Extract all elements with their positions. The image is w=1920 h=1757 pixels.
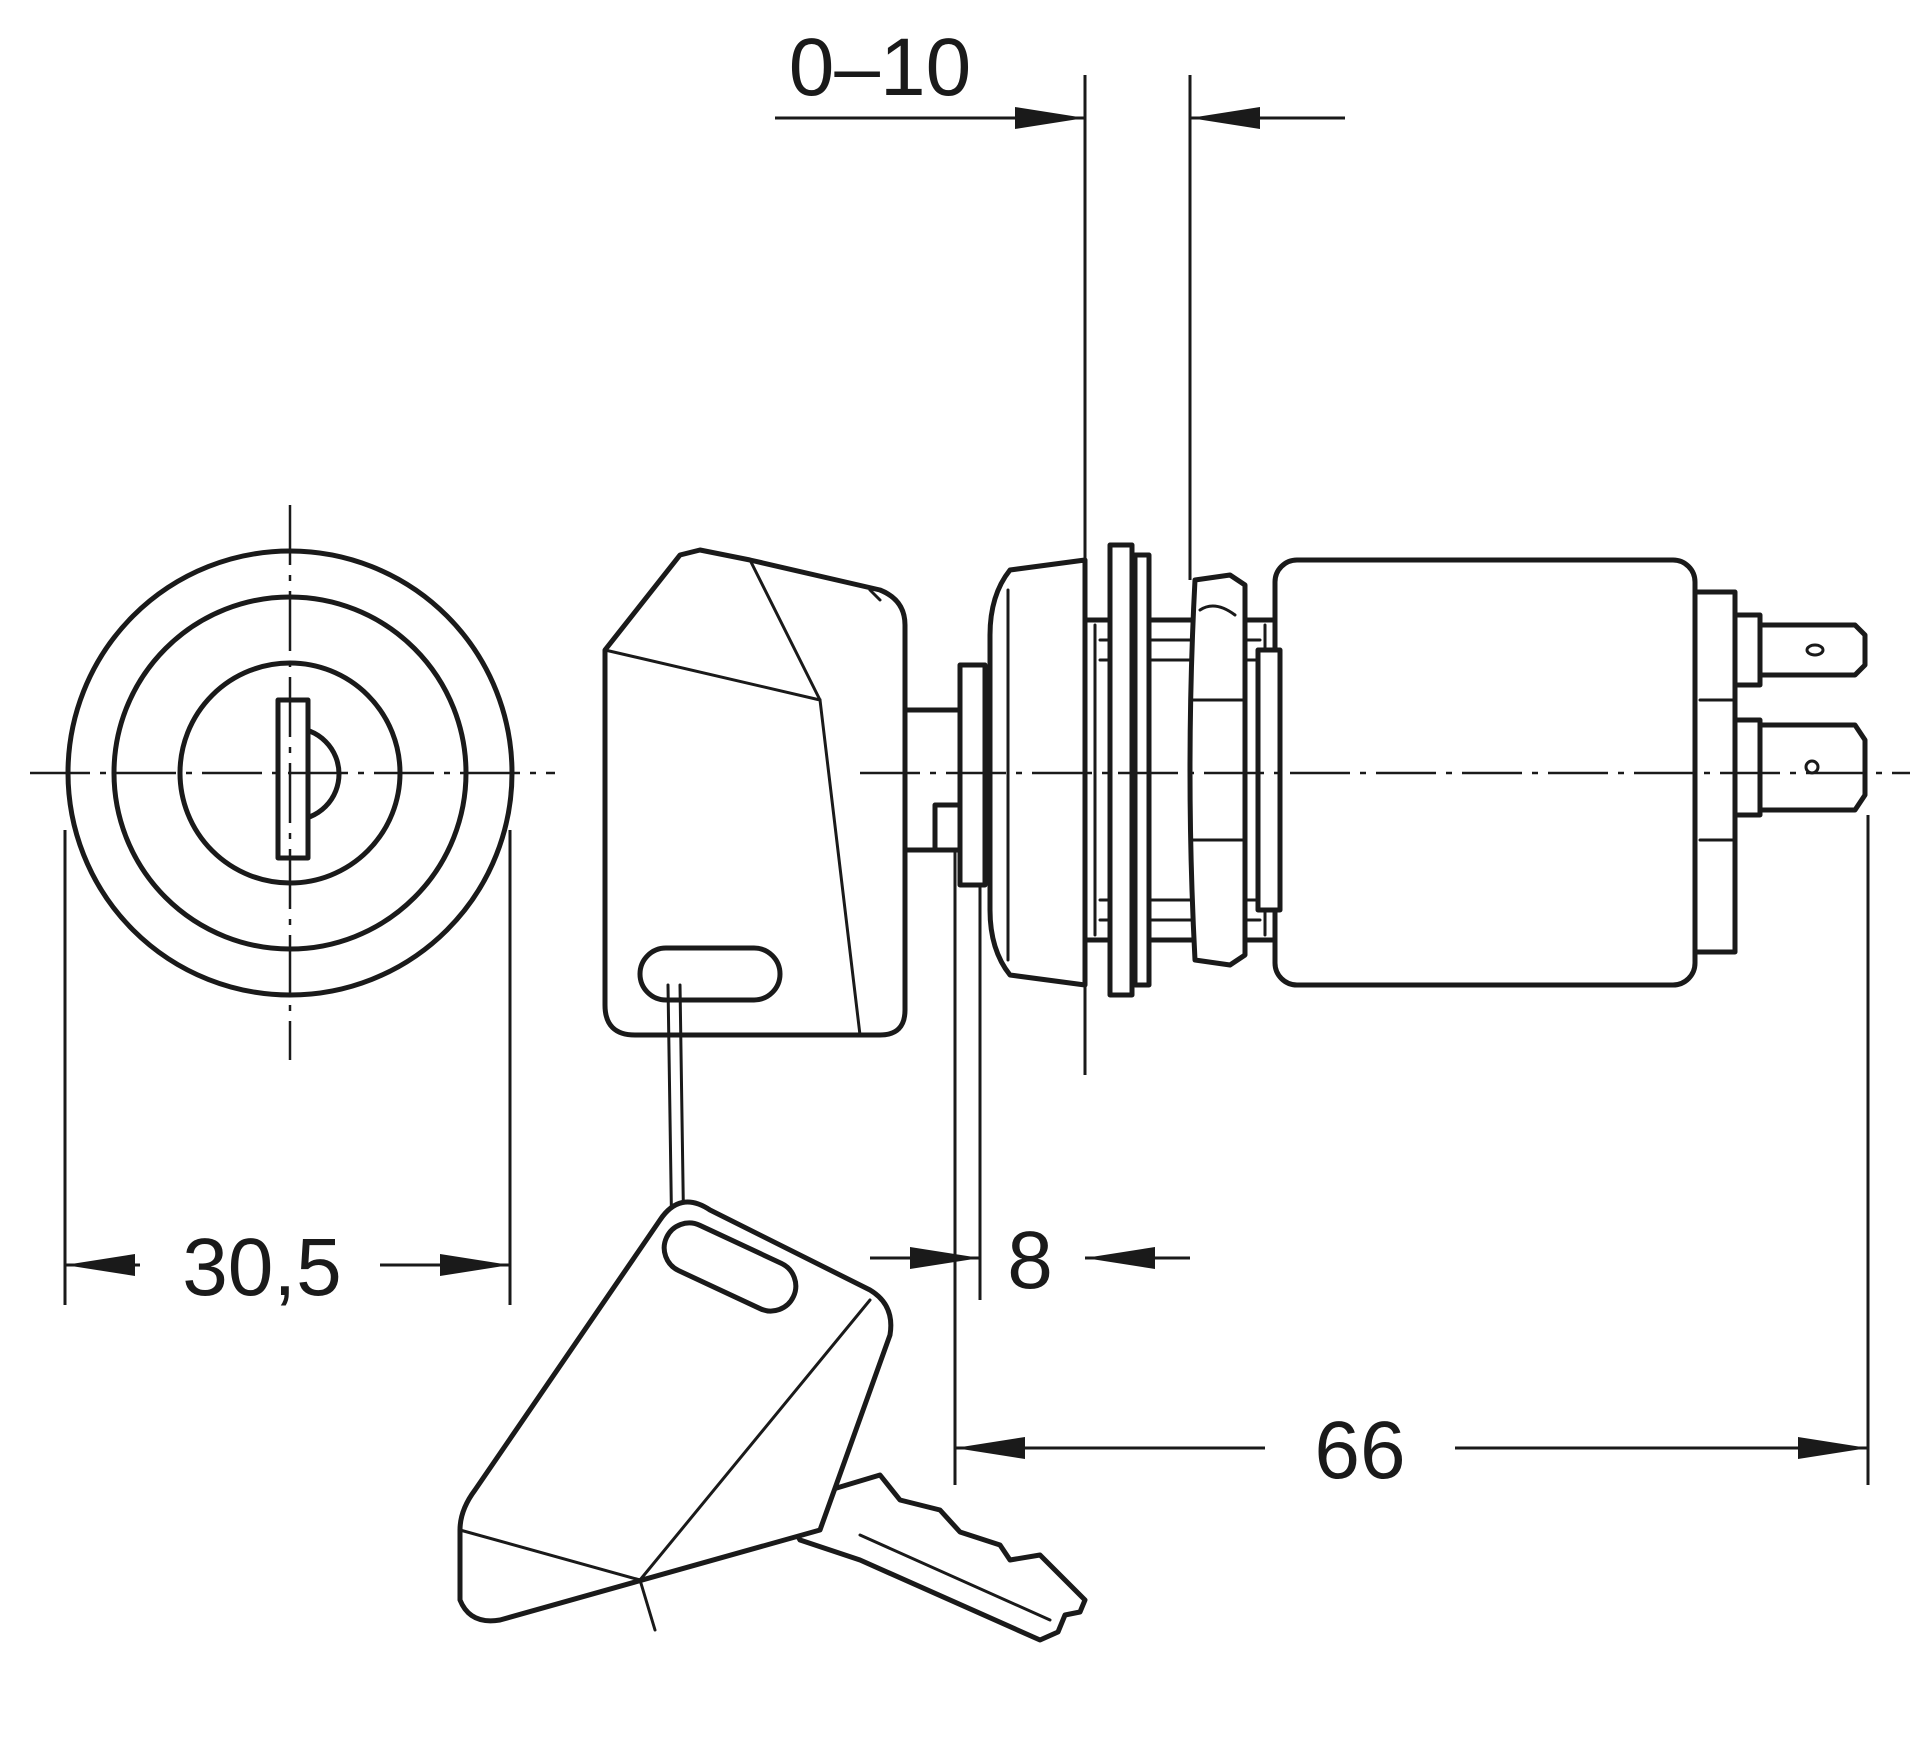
spare-key [457, 1199, 1088, 1643]
front-bezel-lip [957, 662, 988, 888]
side-view [457, 542, 1910, 1643]
body-front-lip [1255, 647, 1283, 913]
inserted-key-head [602, 547, 908, 1038]
terminal-lower [1757, 722, 1868, 813]
dimension-overall-length: 66 [955, 815, 1870, 1496]
spare-key-ring-hole [661, 1220, 799, 1314]
dimension-front-diameter: 30,5 [63, 830, 512, 1313]
terminals [1732, 612, 1868, 818]
front-view [30, 505, 555, 1060]
dimension-flange-thickness: 8 [870, 850, 1190, 1485]
dimension-clamp-range: 0–10 [775, 22, 1345, 1075]
washer-1 [1107, 542, 1135, 998]
dim-label-overall-length: 66 [1314, 1405, 1405, 1496]
hex-nut [1187, 572, 1248, 968]
key-ring-hole [637, 945, 783, 1003]
washer-2 [1132, 552, 1152, 988]
keyway-slot [275, 697, 311, 861]
dim-label-clamp-range: 0–10 [789, 22, 971, 113]
dim-label-flange-thickness: 8 [1007, 1215, 1053, 1306]
terminal-upper [1757, 622, 1868, 678]
key-blade [777, 1472, 1088, 1643]
dim-label-front-diameter: 30,5 [182, 1222, 342, 1313]
